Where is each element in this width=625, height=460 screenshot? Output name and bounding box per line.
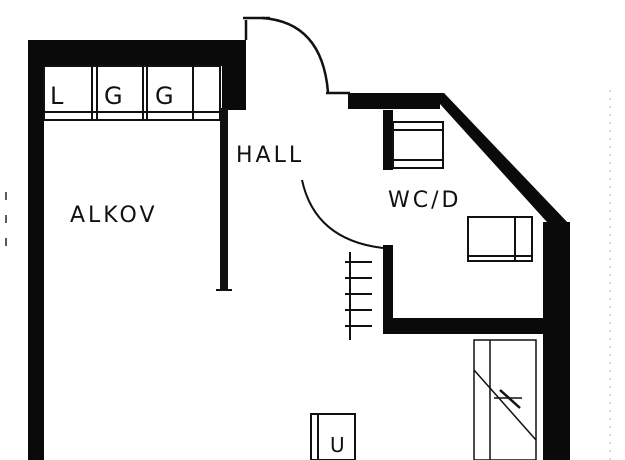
cabinet-row [43, 65, 221, 121]
u-cabinet-label: U [330, 433, 345, 457]
cabinet-label-1: L [50, 82, 64, 110]
wc-fixture-lower [467, 216, 533, 262]
wall-diagonal [430, 93, 570, 232]
partition-wall [216, 108, 232, 291]
room-label-hall: HALL [236, 143, 304, 168]
u-cabinet [310, 413, 356, 460]
wall-pillar [222, 40, 246, 110]
hall-shelving [345, 252, 372, 340]
wall-top-left [28, 40, 246, 66]
entrance-door [243, 16, 350, 95]
wall-left [28, 40, 44, 460]
wall-wc-inner-left [383, 110, 393, 170]
cabinet-label-3: G [155, 82, 174, 110]
wc-fixture-upper [392, 121, 444, 169]
room-label-alkov: ALKOV [70, 203, 158, 228]
wall-wc-bottom [383, 318, 545, 334]
room-label-wc: WC/D [388, 188, 461, 213]
wall-top-wc [348, 93, 440, 109]
wall-right [543, 222, 570, 460]
stair-element [473, 339, 537, 460]
cabinet-label-2: G [104, 82, 123, 110]
wall-wc-left-lower [383, 245, 393, 333]
wc-door [301, 179, 384, 249]
thick-walls [28, 40, 570, 460]
